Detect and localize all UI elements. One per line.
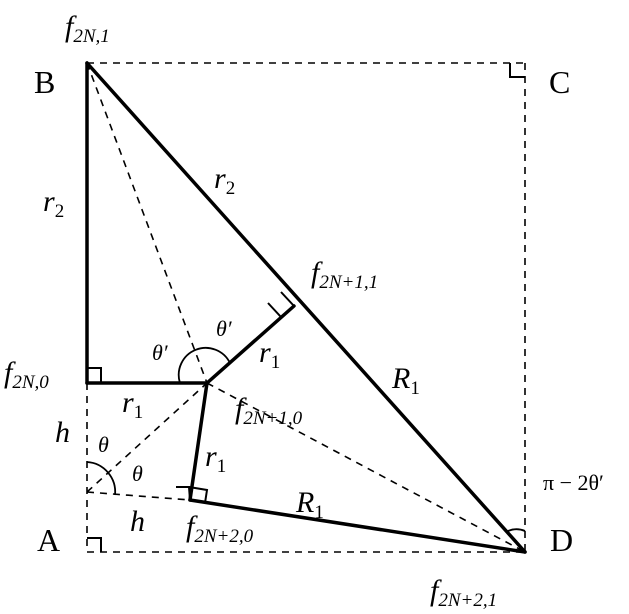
length-label-r2-left: r2 bbox=[43, 185, 64, 222]
right-angle-marker-f2N0 bbox=[87, 367, 102, 383]
angle-arcs bbox=[86, 346, 526, 533]
right-angle-marker-f2N20-left bbox=[176, 486, 191, 501]
segment-center-to-f2N20 bbox=[188, 381, 209, 502]
point-label-C: C bbox=[549, 64, 570, 100]
length-label-h-upper: h bbox=[55, 416, 70, 449]
length-label-r1-lower: r1 bbox=[205, 440, 226, 477]
segment-B-to-D bbox=[85, 61, 527, 554]
dashed-frame bbox=[86, 62, 526, 553]
node-label-f2N21: f2N+2,1 bbox=[430, 574, 497, 611]
length-label-r2-diagonal: r2 bbox=[214, 162, 235, 199]
dashed-center-to-D bbox=[206, 382, 526, 553]
angle-arc-apex-theta bbox=[86, 461, 117, 496]
node-label-f2N0: f2N,0 bbox=[4, 356, 49, 393]
angle-arc-D bbox=[505, 528, 526, 533]
point-label-D: D bbox=[550, 522, 573, 558]
right-angle-markers bbox=[87, 63, 525, 552]
dashed-B-to-center bbox=[86, 62, 208, 384]
dashed-apex-to-foot bbox=[86, 491, 191, 501]
angle-arc-center-theta-prime bbox=[177, 346, 231, 384]
dashed-construction-lines bbox=[86, 62, 526, 553]
segment-f2N20-to-D bbox=[188, 498, 527, 554]
angle-label-theta-lower: θ bbox=[132, 461, 143, 486]
node-label-f2N1: f2N,1 bbox=[65, 10, 110, 47]
angle-label-D: π − 2θ′ bbox=[543, 470, 604, 495]
angle-label-theta-prime-right: θ′ bbox=[216, 316, 233, 341]
right-angle-marker-A bbox=[87, 537, 102, 552]
node-label-f2N10: f2N+1,0 bbox=[235, 392, 303, 429]
dashed-apex-to-center bbox=[86, 382, 208, 493]
length-label-R1-diagonal: R1 bbox=[391, 362, 420, 399]
angle-label-theta-upper: θ bbox=[98, 432, 109, 457]
solid-segments bbox=[85, 61, 527, 554]
point-label-A: A bbox=[37, 522, 60, 558]
segment-center-to-f2N11 bbox=[205, 304, 296, 385]
length-label-R1-bottom: R1 bbox=[295, 486, 324, 523]
length-label-r1-horizontal: r1 bbox=[122, 386, 143, 423]
node-label-f2N11: f2N+1,1 bbox=[311, 256, 378, 293]
right-angle-marker-f2N20 bbox=[188, 486, 209, 504]
angle-label-theta-prime-left: θ′ bbox=[152, 340, 169, 365]
point-label-B: B bbox=[34, 64, 55, 100]
node-label-f2N20: f2N+2,0 bbox=[186, 510, 254, 547]
right-angle-marker-f2N11 bbox=[267, 291, 296, 319]
length-label-h-lower: h bbox=[130, 505, 145, 538]
length-label-r1-upper: r1 bbox=[259, 336, 280, 373]
right-angle-marker-C bbox=[509, 63, 525, 78]
